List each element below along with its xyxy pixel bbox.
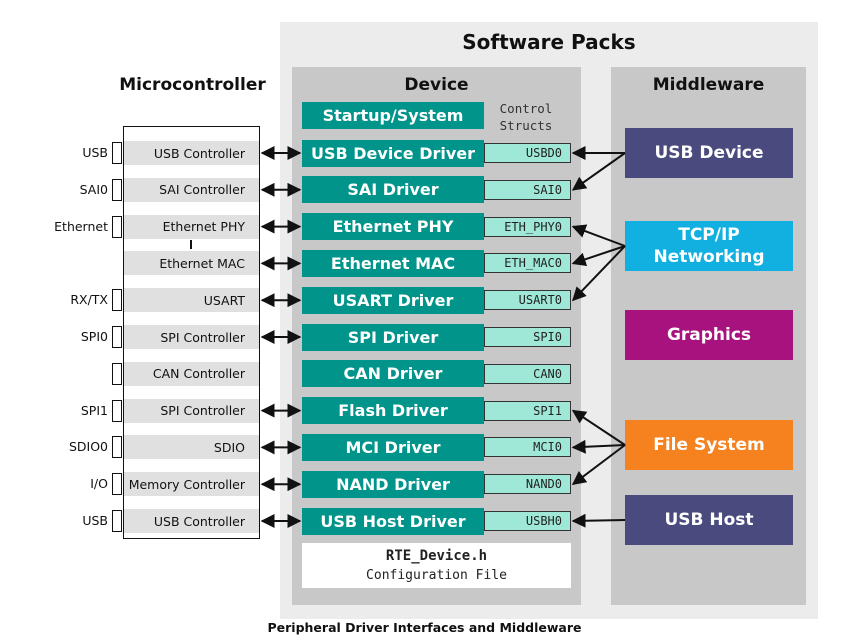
driver-block: Flash Driver	[302, 397, 484, 425]
control-struct: ETH_PHY0	[484, 216, 571, 237]
connector-icon	[112, 326, 122, 348]
control-struct: CAN0	[484, 363, 571, 384]
pin-label: SPI0	[80, 329, 108, 344]
connector-icon	[112, 473, 122, 496]
control-struct: SAI0	[484, 179, 571, 200]
connector-icon	[112, 142, 122, 164]
driver-block: USB Device Driver	[302, 139, 484, 167]
control-struct: SPI1	[484, 400, 571, 421]
ethernet-link-line	[190, 240, 192, 249]
connector-icon	[112, 215, 122, 238]
arrow	[571, 152, 626, 191]
control-struct: SPI0	[484, 327, 571, 347]
middleware-title: Middleware	[652, 75, 765, 95]
control-struct: MCI0	[484, 437, 571, 458]
arrow	[572, 245, 626, 302]
pin-label: SAI0	[79, 181, 108, 197]
middleware-block: USB Device	[625, 128, 793, 178]
pin-label: I/O	[90, 476, 108, 492]
mcu-row: USART	[124, 288, 259, 313]
connector-icon	[112, 436, 122, 459]
driver-block: USB Host Driver	[302, 507, 484, 535]
connector-icon	[112, 510, 122, 532]
pin-label: USB	[82, 145, 108, 160]
figure-caption: Peripheral Driver Interfaces and Middlew…	[267, 620, 582, 635]
driver-block: MCI Driver	[302, 433, 484, 461]
control-structs-label: Control Structs	[499, 101, 553, 133]
mcu-row: USB Controller	[124, 141, 259, 165]
control-struct: USBD0	[484, 143, 571, 163]
rte-subtitle: Configuration File	[366, 567, 507, 583]
software-packs-title: Software Packs	[462, 30, 636, 54]
pin-label: USB	[82, 513, 108, 528]
middleware-block: USB Host	[625, 495, 793, 545]
arrow	[571, 444, 626, 486]
driver-block: Ethernet MAC	[302, 249, 484, 277]
middleware-block: File System	[625, 420, 793, 470]
mcu-row: Memory Controller	[124, 472, 259, 497]
arrow	[571, 245, 626, 267]
middleware-block: TCP/IP Networking	[625, 221, 793, 271]
mcu-row: USB Controller	[124, 509, 259, 533]
mcu-row: SPI Controller	[124, 325, 259, 349]
mcu-row: SPI Controller	[124, 398, 259, 423]
control-struct: USART0	[484, 290, 571, 311]
mcu-row: Ethernet PHY	[124, 214, 259, 239]
pin-label: SDIO0	[68, 439, 108, 455]
pin-label: RX/TX	[70, 292, 108, 308]
microcontroller-title: Microcontroller	[119, 75, 266, 95]
control-struct: ETH_MAC0	[484, 253, 571, 274]
mcu-row: SDIO	[124, 435, 259, 460]
pin-label: Ethernet	[54, 218, 108, 234]
device-title: Device	[404, 75, 469, 95]
driver-block: CAN Driver	[302, 360, 484, 388]
startup-system-block: Startup/System	[302, 102, 484, 129]
driver-block: SPI Driver	[302, 323, 484, 351]
mcu-row: Ethernet MAC	[124, 251, 259, 276]
control-struct: NAND0	[484, 474, 571, 495]
arrow	[571, 439, 626, 454]
mcu-row: SAI Controller	[124, 177, 259, 202]
pin-label: SPI1	[80, 402, 108, 418]
arrow	[571, 224, 626, 247]
driver-block: SAI Driver	[302, 176, 484, 204]
connector-icon	[112, 362, 122, 385]
driver-block: NAND Driver	[302, 470, 484, 498]
mcu-row: CAN Controller	[124, 361, 259, 386]
connector-icon	[112, 178, 122, 201]
arrow	[571, 409, 626, 446]
driver-block: USART Driver	[302, 286, 484, 314]
rte-title: RTE_Device.h	[385, 547, 488, 564]
driver-block: Ethernet PHY	[302, 213, 484, 241]
control-struct: USBH0	[484, 511, 571, 531]
rte-device-config: RTE_Device.h Configuration File	[302, 543, 571, 588]
connector-icon	[112, 399, 122, 422]
connector-icon	[112, 289, 122, 312]
arrow	[571, 513, 626, 528]
middleware-block: Graphics	[625, 310, 793, 360]
